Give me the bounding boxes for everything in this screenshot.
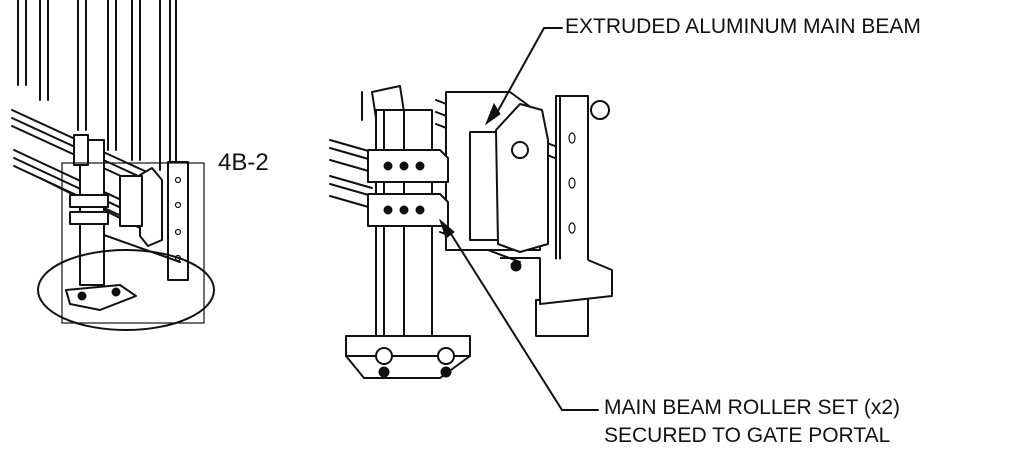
detail-assembly xyxy=(329,85,613,379)
overview-post xyxy=(65,134,137,311)
detail-reference-label: 4B-2 xyxy=(218,149,269,176)
roller-set-arrowhead xyxy=(438,218,455,239)
main-beam-leader xyxy=(493,27,563,119)
detail-circle xyxy=(37,249,215,331)
roller-set-callout-line2: SECURED TO GATE PORTAL xyxy=(604,424,891,447)
top-fastener xyxy=(590,100,610,120)
detail-box xyxy=(61,162,205,324)
overview-portal-post xyxy=(119,161,189,281)
leader-lines xyxy=(438,27,599,411)
main-beam-arrowhead xyxy=(484,102,501,126)
roller-set-callout-line1: MAIN BEAM ROLLER SET (x2) xyxy=(604,396,901,419)
column-base-plate xyxy=(345,335,471,379)
main-beam-callout: EXTRUDED ALUMINUM MAIN BEAM xyxy=(565,15,921,38)
gate-bars xyxy=(17,0,177,171)
overview-gate-assembly xyxy=(11,0,215,331)
roller-bracket xyxy=(495,103,549,253)
roller-wheel xyxy=(511,141,529,159)
roller-set-leader xyxy=(445,225,599,411)
right-base-plate xyxy=(500,257,613,305)
main-beam-roller-set xyxy=(367,149,449,227)
